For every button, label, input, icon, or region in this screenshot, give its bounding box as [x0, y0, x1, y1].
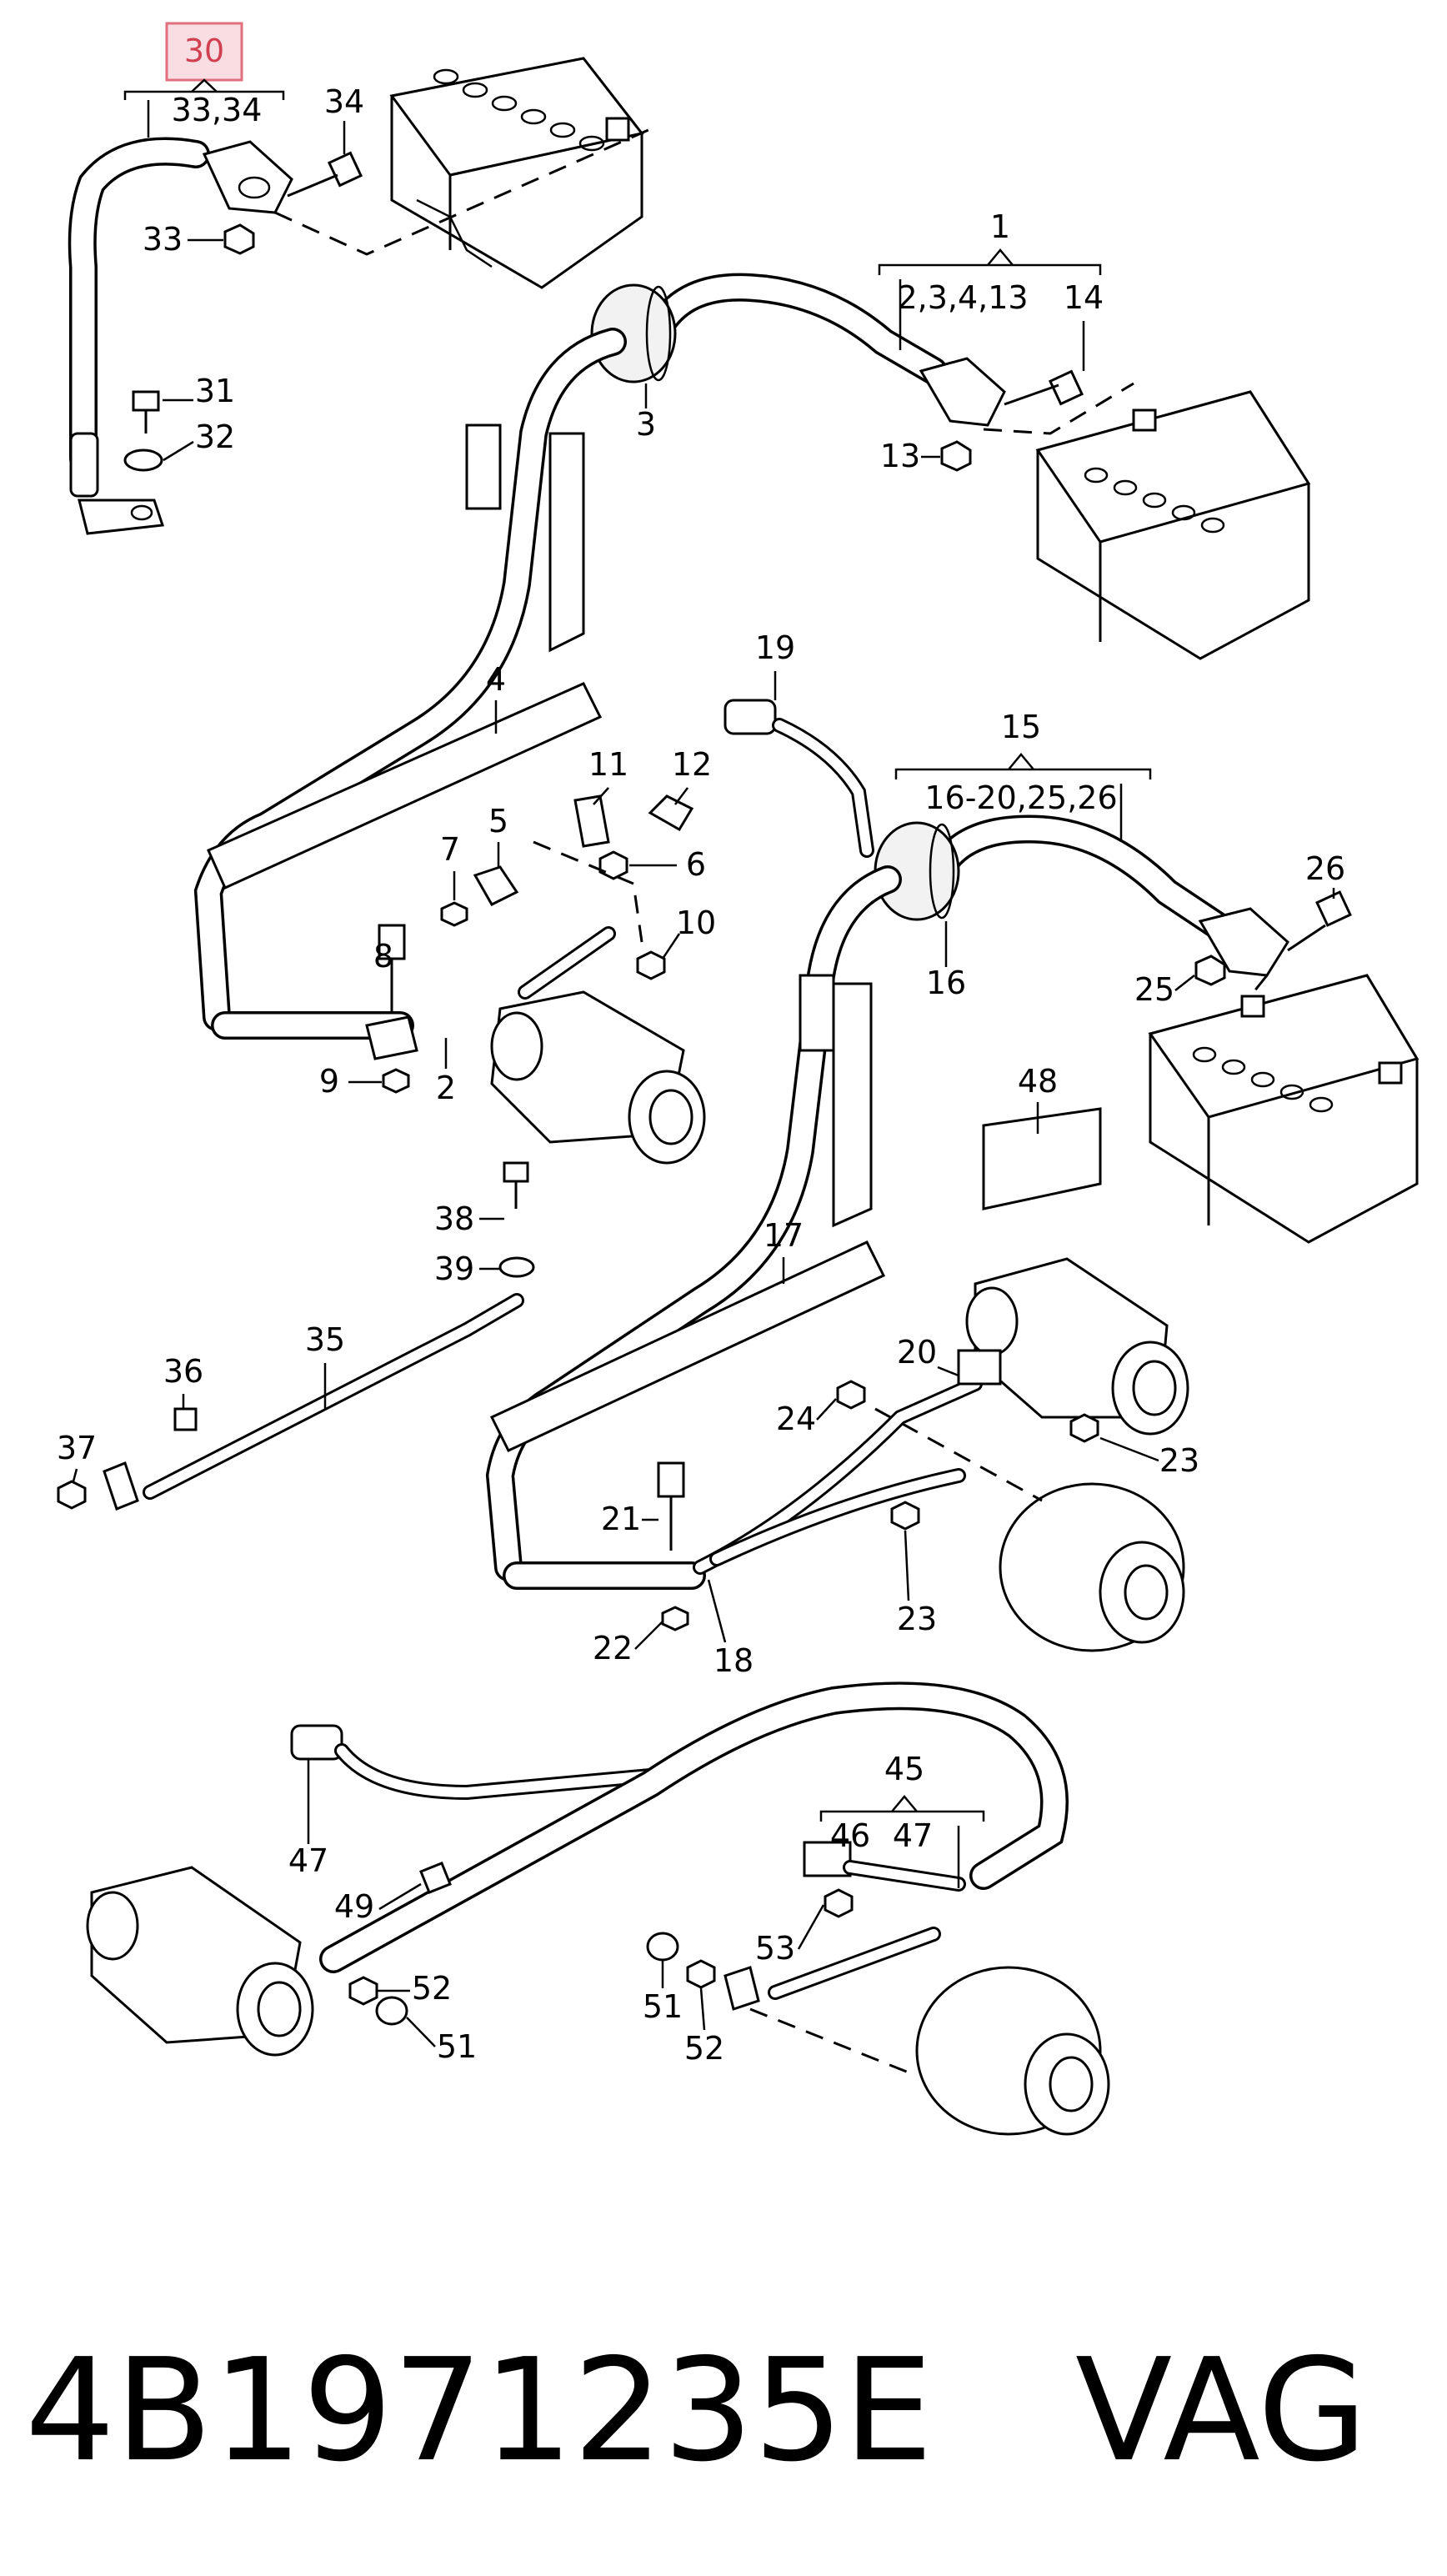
- sensor-19: [724, 699, 874, 858]
- part-number: 4B1971235E: [25, 2328, 933, 2493]
- alternator-bottom: [915, 1966, 1110, 2136]
- nut-33: [223, 223, 255, 255]
- battery-top-right: [1035, 390, 1311, 660]
- label-24: 24: [776, 1401, 816, 1437]
- label-49: 49: [334, 1888, 374, 1925]
- bolt-34: [287, 151, 363, 198]
- label-4: 4: [486, 661, 506, 698]
- label-12: 12: [672, 746, 712, 783]
- label-31: 31: [195, 373, 235, 409]
- label-8: 8: [373, 938, 393, 975]
- label-38: 38: [434, 1200, 474, 1237]
- label-7: 7: [440, 831, 460, 868]
- label-9: 9: [319, 1063, 339, 1100]
- highlight-box-30: [165, 22, 243, 82]
- grommet-3: [590, 283, 677, 383]
- label-11: 11: [588, 746, 628, 783]
- label-23-a: 23: [1159, 1442, 1199, 1479]
- part-footer: 4B1971235E VAG: [25, 2328, 1367, 2493]
- bolt-31: [132, 390, 160, 434]
- label-2-3-4-13: 2,3,4,13: [897, 279, 1028, 316]
- harness-4: [193, 328, 627, 1040]
- label-47-a: 47: [288, 1842, 328, 1879]
- label-32: 32: [195, 418, 235, 455]
- label-33-34: 33,34: [172, 92, 263, 128]
- label-48: 48: [1018, 1063, 1058, 1100]
- label-30: 30: [184, 33, 224, 69]
- harness-17: [485, 865, 902, 1590]
- label-26: 26: [1305, 850, 1345, 887]
- label-23-b: 23: [897, 1601, 937, 1637]
- label-36: 36: [163, 1353, 203, 1390]
- label-17: 17: [764, 1217, 804, 1254]
- label-52-b: 52: [684, 2030, 724, 2067]
- label-1: 1: [990, 208, 1010, 245]
- label-14: 14: [1064, 279, 1104, 316]
- label-46: 46: [830, 1817, 870, 1854]
- label-52-a: 52: [412, 1970, 452, 2007]
- label-18: 18: [713, 1642, 754, 1679]
- harness-45: [290, 1681, 1069, 2000]
- label-37: 37: [57, 1430, 97, 1466]
- label-2: 2: [436, 1070, 456, 1106]
- label-16: 16: [926, 965, 966, 1001]
- label-35: 35: [305, 1321, 345, 1358]
- callout-labels: 30 33,34 34 33 31 32 3 1 2,3,4,13 14 13 …: [57, 22, 1345, 2067]
- label-5: 5: [488, 803, 508, 839]
- washer-32: [123, 449, 163, 472]
- label-20: 20: [897, 1334, 937, 1371]
- label-47-b: 47: [893, 1817, 933, 1854]
- battery-top-left: [389, 57, 644, 289]
- label-34: 34: [324, 83, 364, 120]
- label-21: 21: [601, 1501, 641, 1537]
- label-3: 3: [636, 406, 656, 443]
- starter-motor-mid: [490, 990, 706, 1165]
- cable-35: [57, 1161, 535, 1511]
- starter-motor-bottom: [86, 1866, 314, 2057]
- label-19: 19: [755, 629, 795, 666]
- battery-mid-right: [1148, 974, 1419, 1244]
- ground-cable-30: [68, 137, 293, 535]
- alternator-mid: [999, 1482, 1185, 1652]
- label-6: 6: [686, 846, 706, 883]
- label-39: 39: [434, 1250, 474, 1287]
- label-53: 53: [755, 1930, 795, 1967]
- label-33: 33: [143, 221, 183, 258]
- label-15: 15: [1001, 709, 1041, 745]
- label-16-20: 16-20,25,26: [924, 779, 1117, 816]
- label-45: 45: [884, 1751, 924, 1787]
- label-25: 25: [1134, 971, 1174, 1008]
- label-51-b: 51: [643, 1988, 683, 2025]
- label-51-a: 51: [437, 2028, 477, 2065]
- label-22: 22: [593, 1630, 633, 1666]
- brand-name: VAG: [1075, 2328, 1367, 2493]
- label-13: 13: [880, 438, 920, 474]
- label-10: 10: [676, 905, 716, 941]
- starter-motor-right: [965, 1257, 1189, 1436]
